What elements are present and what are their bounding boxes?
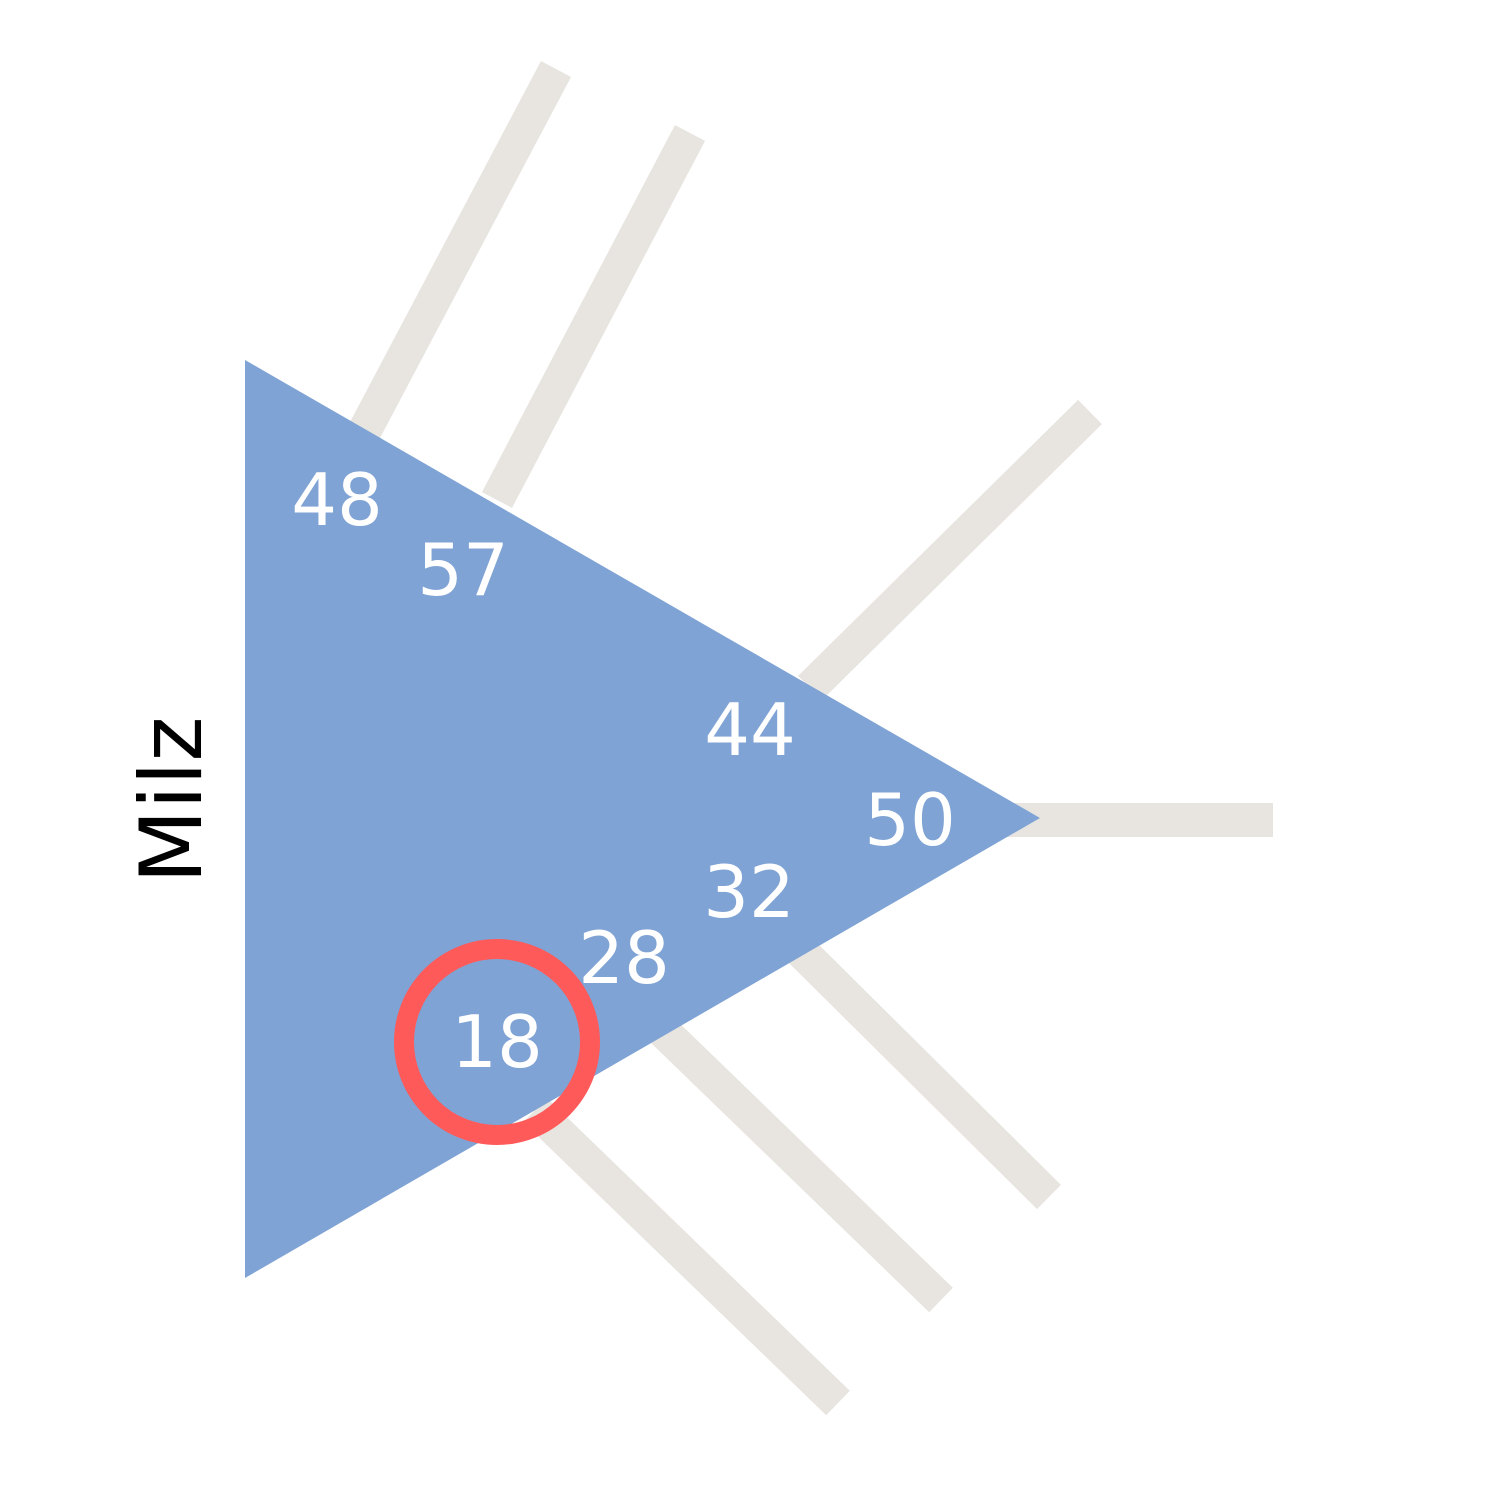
value-label-57: 57 bbox=[417, 528, 509, 612]
diagram-title: Milz bbox=[122, 716, 222, 883]
value-label-48: 48 bbox=[291, 458, 383, 542]
spoke-48 bbox=[349, 61, 572, 438]
value-label-32: 32 bbox=[703, 850, 795, 934]
value-labels: 48 57 44 50 32 28 18 bbox=[291, 458, 956, 1145]
highlight-ring bbox=[394, 939, 600, 1145]
value-label-50: 50 bbox=[864, 778, 956, 862]
spoke-32 bbox=[788, 937, 1061, 1210]
value-label-18: 18 bbox=[451, 1000, 543, 1084]
blue-triangle bbox=[245, 360, 1040, 1278]
value-label-28: 28 bbox=[578, 916, 670, 1000]
spokes-group bbox=[349, 61, 1273, 1416]
spoke-18 bbox=[523, 1097, 850, 1416]
spoke-57 bbox=[481, 125, 706, 508]
spoke-44 bbox=[798, 399, 1102, 701]
value-label-44: 44 bbox=[704, 688, 796, 772]
spoke-28 bbox=[648, 1015, 953, 1313]
